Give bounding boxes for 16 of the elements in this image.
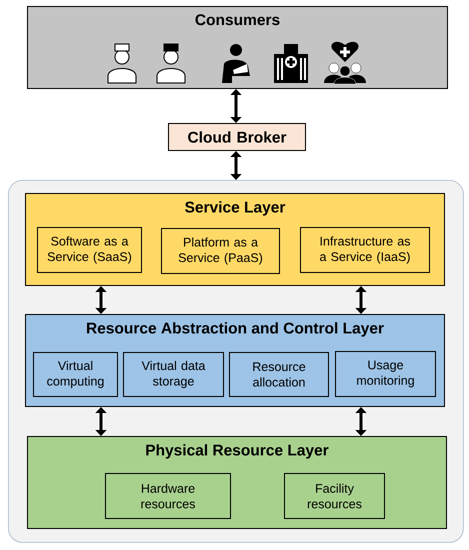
service-box: Platform as a Service (PaaS) (161, 228, 280, 274)
component-box: Resource allocation (229, 352, 329, 397)
component-box: Usage monitoring (335, 351, 436, 397)
component-box: Virtual data storage (123, 352, 224, 397)
double-arrow (355, 407, 367, 436)
service-box: Software as a Service (SaaS) (37, 227, 142, 273)
double-arrow (355, 286, 367, 314)
broker-box: Cloud Broker (168, 123, 306, 151)
double-arrow (95, 286, 107, 314)
double-arrow (230, 89, 242, 123)
component-box: Hardware resources (105, 473, 231, 519)
component-box: Virtual computing (33, 352, 118, 397)
double-arrow (95, 407, 107, 436)
double-arrow (230, 151, 242, 180)
service-box: Infrastructure as a Service (IaaS) (300, 227, 430, 273)
component-box: Facility resources (284, 473, 385, 519)
